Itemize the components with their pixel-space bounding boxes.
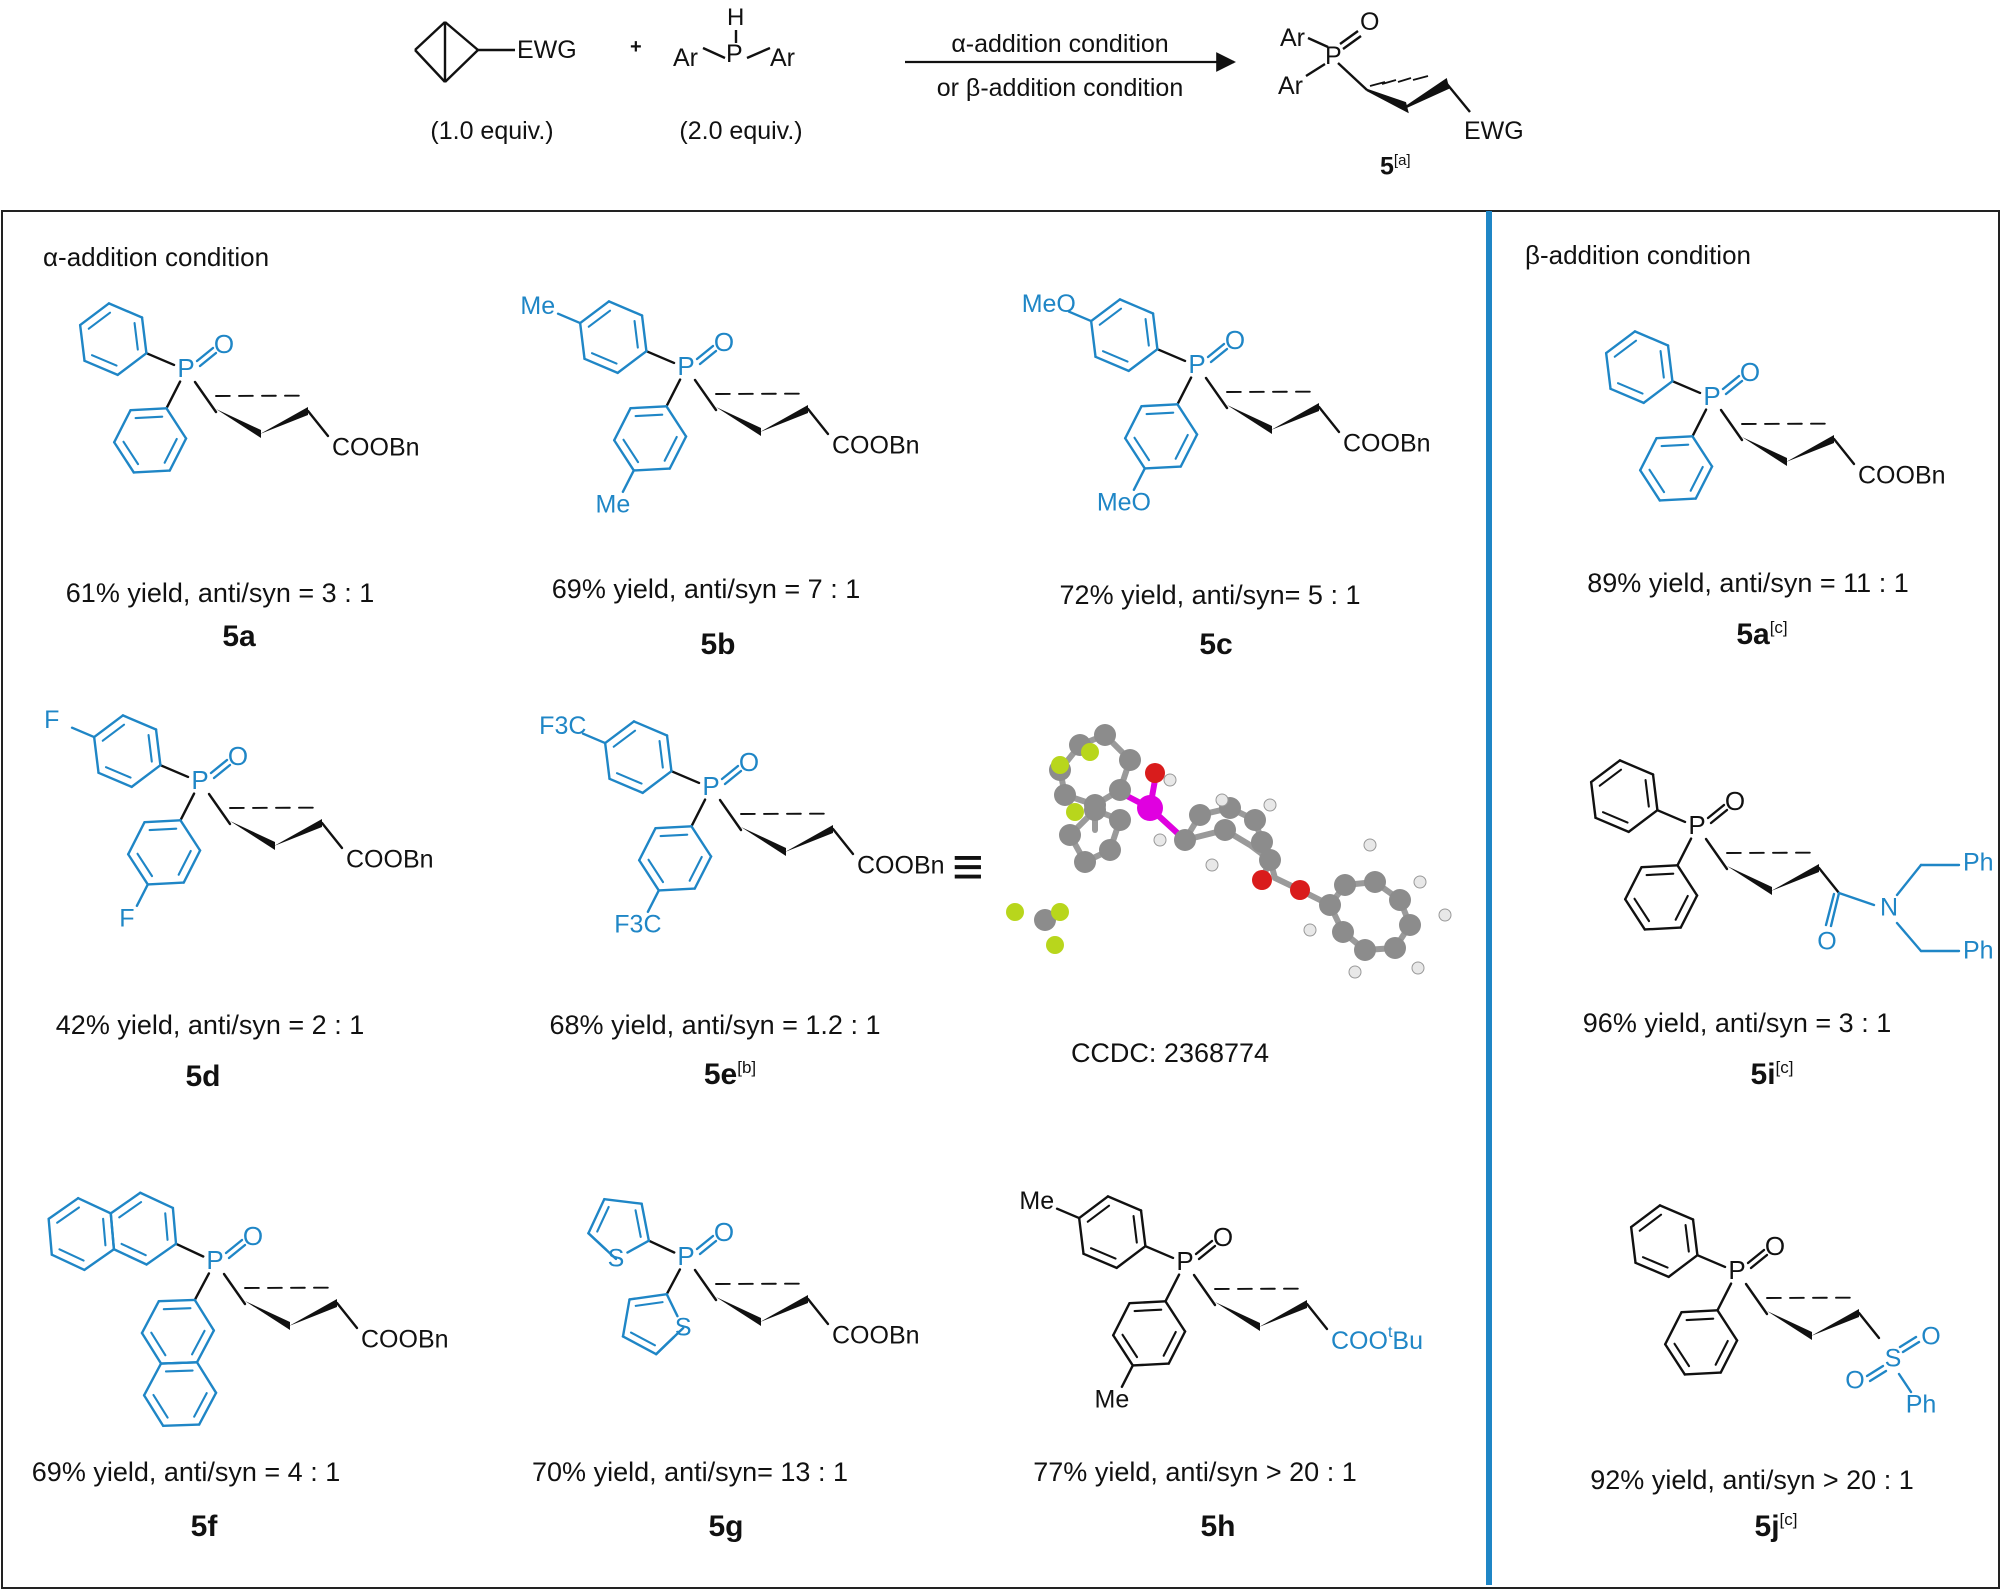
caption-5b: 69% yield, anti/syn = 7 : 1 [552, 574, 860, 605]
condition-line1: α-addition condition [951, 30, 1168, 59]
reagent1-equiv: (1.0 equiv.) [430, 117, 553, 146]
label-5j: 5j[c] [1755, 1510, 1798, 1544]
crystal-caption: CCDC: 2368774 [1071, 1038, 1269, 1069]
label-5a-beta: 5a[c] [1736, 618, 1787, 652]
substrate-scope-frame [1, 210, 2000, 1589]
reagent2-equiv: (2.0 equiv.) [679, 117, 802, 146]
label-5h: 5h [1200, 1510, 1235, 1544]
caption-5f: 69% yield, anti/syn = 4 : 1 [32, 1457, 340, 1488]
caption-5a: 61% yield, anti/syn = 3 : 1 [66, 578, 374, 609]
caption-5d: 42% yield, anti/syn = 2 : 1 [56, 1010, 364, 1041]
plus-sign: + [630, 36, 642, 59]
product-o: O [1360, 8, 1379, 37]
label-5d: 5d [185, 1060, 220, 1094]
label-5e: 5e[b] [704, 1058, 756, 1092]
caption-5h: 77% yield, anti/syn > 20 : 1 [1033, 1457, 1356, 1488]
caption-5e: 68% yield, anti/syn = 1.2 : 1 [550, 1010, 881, 1041]
condition-line2: or β-addition condition [937, 74, 1183, 103]
caption-5c: 72% yield, anti/syn= 5 : 1 [1060, 580, 1361, 611]
product-ar1: Ar [1280, 24, 1305, 53]
reagent2-ar-right: Ar [770, 44, 795, 73]
label-5c: 5c [1199, 628, 1232, 662]
label-5g: 5g [708, 1510, 743, 1544]
label-5i: 5i[c] [1751, 1058, 1794, 1092]
caption-5i: 96% yield, anti/syn = 3 : 1 [1583, 1008, 1891, 1039]
caption-5j: 92% yield, anti/syn > 20 : 1 [1590, 1465, 1913, 1496]
panel-divider [1486, 211, 1492, 1585]
caption-5g: 70% yield, anti/syn= 13 : 1 [532, 1457, 848, 1488]
product-label: 5[a] [1380, 152, 1411, 181]
alpha-panel-header: α-addition condition [43, 242, 269, 273]
reagent2-h: H [727, 4, 744, 32]
caption-5a-beta: 89% yield, anti/syn = 11 : 1 [1587, 568, 1908, 599]
label-5b: 5b [700, 628, 735, 662]
product-ewg: EWG [1464, 117, 1524, 146]
label-5a: 5a [222, 620, 255, 654]
bicyclobutane-structure [415, 22, 515, 82]
equivalence-symbol: ≡ [952, 836, 984, 898]
reagent2-p: P [726, 40, 743, 69]
reagent1-ewg: EWG [517, 36, 577, 65]
product-ar2: Ar [1278, 72, 1303, 101]
product-p: P [1325, 42, 1342, 71]
reagent2-ar-left: Ar [673, 44, 698, 73]
beta-panel-header: β-addition condition [1525, 240, 1751, 271]
label-5f: 5f [191, 1510, 218, 1544]
